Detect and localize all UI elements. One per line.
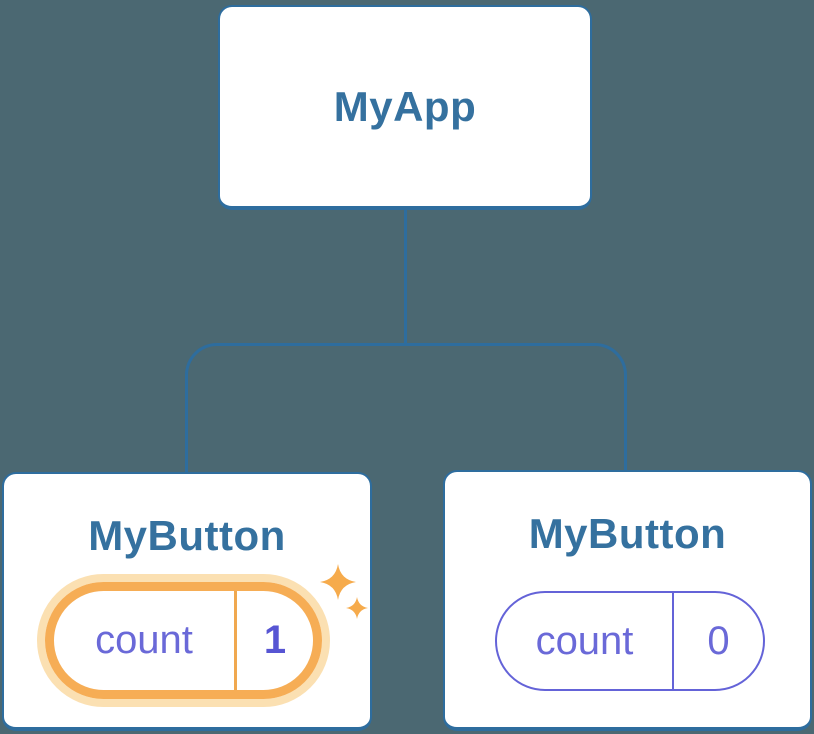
state-pill: count 0	[495, 591, 765, 691]
component-label-myapp: MyApp	[333, 82, 477, 130]
state-pill-highlighted: count 1	[37, 574, 330, 707]
component-box-mybutton-left: MyButton count 1	[2, 472, 372, 731]
tree-connector-stem	[404, 208, 407, 346]
component-label-mybutton-left: MyButton	[88, 512, 286, 559]
state-key: count	[95, 618, 193, 662]
tree-connector-branch	[185, 343, 627, 473]
component-box-myapp: MyApp	[218, 5, 592, 210]
state-pill-ring: count 1	[45, 582, 322, 699]
sparkles-icon	[320, 564, 368, 619]
pill-divider	[672, 593, 674, 689]
state-value: 0	[707, 618, 730, 663]
pill-divider	[234, 591, 237, 690]
component-box-mybutton-right: MyButton count 0	[443, 470, 812, 731]
state-value: 1	[263, 618, 287, 662]
state-key: count	[535, 618, 634, 663]
component-label-mybutton-right: MyButton	[528, 510, 727, 557]
